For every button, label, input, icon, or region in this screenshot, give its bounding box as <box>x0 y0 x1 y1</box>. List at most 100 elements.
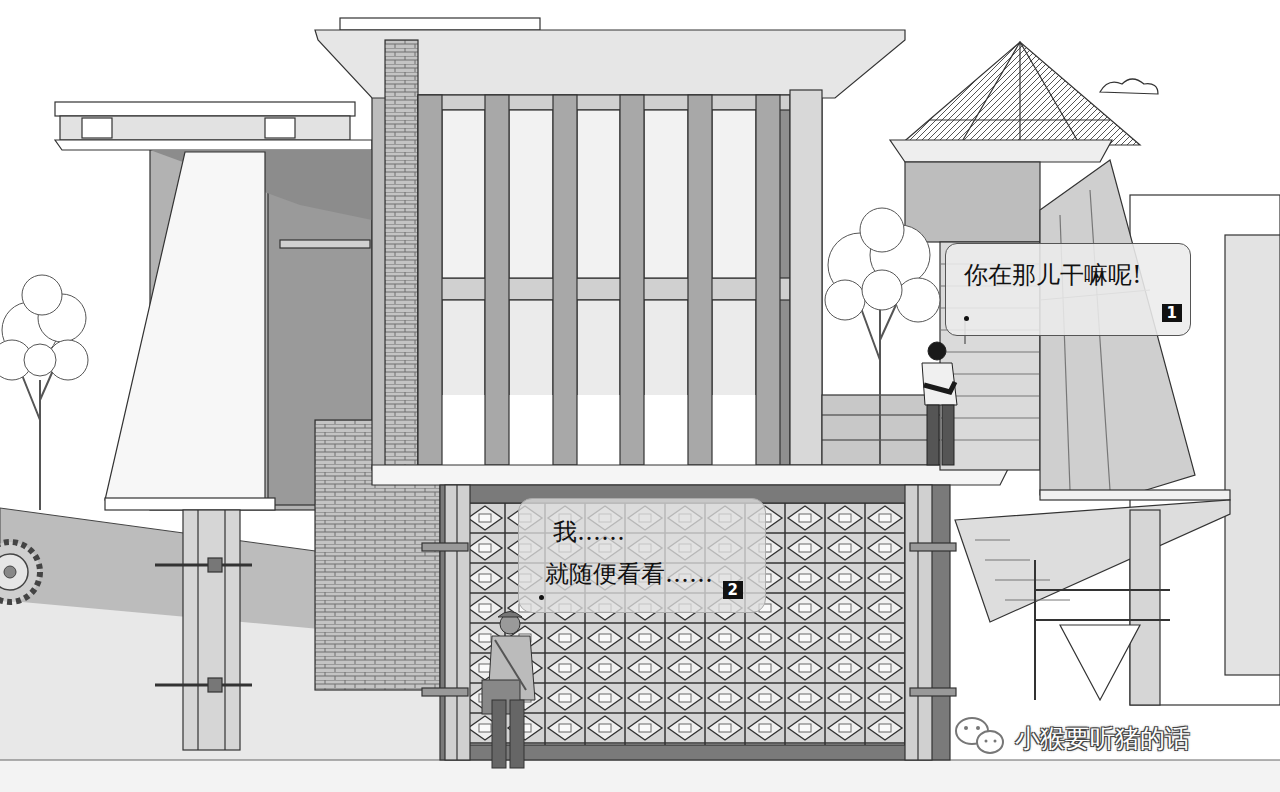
central-volume-part <box>418 95 790 110</box>
right-building <box>890 42 1280 705</box>
middle-tree-part <box>896 278 940 322</box>
central-volume-part <box>688 95 712 465</box>
gear-part <box>4 566 16 578</box>
central-volume-part <box>509 110 553 278</box>
person-on-terrace-part <box>922 363 957 405</box>
screen-gate-part <box>917 485 918 760</box>
central-volume-part <box>418 278 790 300</box>
central-volume-part <box>509 395 553 465</box>
gear-part <box>0 554 28 590</box>
central-volume-part <box>712 300 756 465</box>
central-volume-part <box>712 110 756 278</box>
speech-text: 我…… <box>553 517 743 547</box>
central-volume-part <box>620 95 644 465</box>
person-on-terrace <box>922 318 965 465</box>
central-volume-part <box>372 40 822 470</box>
left-building-part <box>55 140 372 150</box>
person-at-gate-part <box>510 700 524 768</box>
central-volume-part <box>372 465 1010 485</box>
right-building-part <box>905 162 1040 242</box>
person-on-terrace-part <box>924 382 955 392</box>
wechat-icon-part <box>985 740 988 743</box>
central-volume-part <box>577 300 620 465</box>
left-tree-part <box>22 275 62 315</box>
left-tree <box>0 275 88 510</box>
person-at-gate-part <box>498 612 522 618</box>
callout-number: 1 <box>1162 304 1182 322</box>
central-volume-part <box>756 95 780 465</box>
central-volume-part <box>644 110 688 278</box>
screen-gate-part <box>910 688 956 696</box>
left-tree-part <box>24 344 56 376</box>
middle-tree <box>825 208 940 465</box>
wechat-icon-part <box>994 740 997 743</box>
right-building-part <box>1100 79 1158 94</box>
speech-bubble: 你在那儿干嘛呢! 1 <box>945 243 1191 336</box>
left-building-part <box>82 118 112 138</box>
central-volume-part <box>442 300 485 465</box>
screen-gate-part <box>910 543 956 551</box>
right-building-part <box>1060 625 1140 700</box>
screen-gate-part <box>422 543 468 551</box>
central-volume-part <box>340 18 540 30</box>
leader-dot <box>539 595 544 600</box>
left-building-part <box>280 240 370 248</box>
central-volume-part <box>418 95 442 465</box>
central-volume-part <box>577 110 620 278</box>
screen-gate-part <box>456 485 457 760</box>
left-building-part <box>197 510 198 750</box>
wechat-icon <box>956 718 1003 753</box>
person-on-terrace-part <box>942 405 954 465</box>
left-building-part <box>224 510 225 750</box>
gear-part <box>0 542 40 602</box>
screen-gate-part <box>422 688 468 696</box>
right-building-part <box>1035 560 1170 700</box>
left-building-part <box>265 118 295 138</box>
left-building-part <box>105 152 265 500</box>
right-building-part <box>1130 510 1160 705</box>
person-on-terrace-part <box>928 342 946 360</box>
gear <box>0 542 40 602</box>
middle-tree-part <box>862 270 902 310</box>
speech-bubble: 我…… 就随便看看……2 <box>518 498 766 613</box>
left-building-part <box>55 102 355 116</box>
central-volume-part <box>577 395 620 465</box>
left-building-part <box>60 116 350 140</box>
central-volume-part <box>418 95 790 465</box>
screen-gate-part <box>905 485 932 760</box>
wechat-icon-part <box>976 726 980 730</box>
callout-number: 2 <box>723 581 743 599</box>
middle-tree-part <box>825 280 865 320</box>
central-volume-part <box>712 395 756 465</box>
person-at-gate <box>482 612 535 769</box>
left-building-part <box>155 684 252 687</box>
right-building-part <box>955 500 1230 622</box>
watermark: 小猴要听猪的话 <box>1015 722 1190 755</box>
left-building-part <box>208 678 222 692</box>
central-volume-part <box>385 40 418 470</box>
central-volume-part <box>442 395 485 465</box>
central-volume-part <box>790 90 822 465</box>
central-volume-part <box>509 300 553 465</box>
left-building-part <box>183 510 240 750</box>
middle-tree-part <box>858 285 905 465</box>
right-building-part <box>890 140 1112 162</box>
left-building-part <box>155 564 252 567</box>
right-building-part <box>1040 190 1150 490</box>
central-volume-part <box>644 300 688 465</box>
wechat-icon-part <box>964 726 968 730</box>
ground-part <box>0 760 1280 792</box>
right-building-part <box>1225 235 1280 675</box>
central-volume-part <box>644 395 688 465</box>
speech-text: 就随便看看…… <box>545 559 743 589</box>
person-at-gate-part <box>492 700 506 768</box>
middle-tree-part <box>860 208 904 252</box>
central-volume-part <box>485 95 509 465</box>
right-building-part <box>900 42 1140 145</box>
speech-text: 你在那儿干嘛呢! <box>964 260 1182 290</box>
